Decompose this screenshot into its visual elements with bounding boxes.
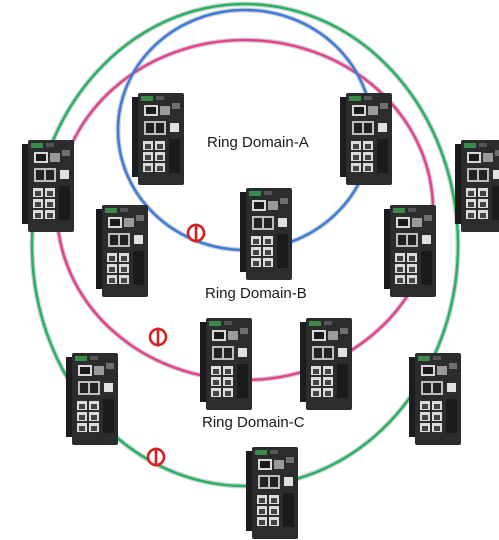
switch-ring-a-top-right xyxy=(340,93,392,185)
switch-ring-a-bottom xyxy=(240,188,292,280)
ring-domain-b-label: Ring Domain-B xyxy=(205,285,307,302)
switch-ring-c-bottom xyxy=(246,447,298,539)
switch-ring-b-bottom-right xyxy=(300,318,352,410)
ring-domain-a-label: Ring Domain-A xyxy=(207,134,309,151)
switch-ring-b-bottom-left xyxy=(200,318,252,410)
ring-domain-c-line xyxy=(30,2,460,488)
ring-b-break-icon xyxy=(148,327,168,347)
ring-c-break-icon xyxy=(146,447,166,467)
switch-ring-a-top-left xyxy=(132,93,184,185)
switch-ring-b-left xyxy=(96,205,148,297)
switch-ring-c-lower-right xyxy=(409,353,461,445)
ring-domain-c-label: Ring Domain-C xyxy=(202,414,305,431)
switch-ring-c-lower-left xyxy=(66,353,118,445)
switch-ring-c-right xyxy=(455,140,499,232)
switch-ring-c-left xyxy=(22,140,74,232)
ring-a-break-icon xyxy=(186,223,206,243)
switch-ring-b-right xyxy=(384,205,436,297)
